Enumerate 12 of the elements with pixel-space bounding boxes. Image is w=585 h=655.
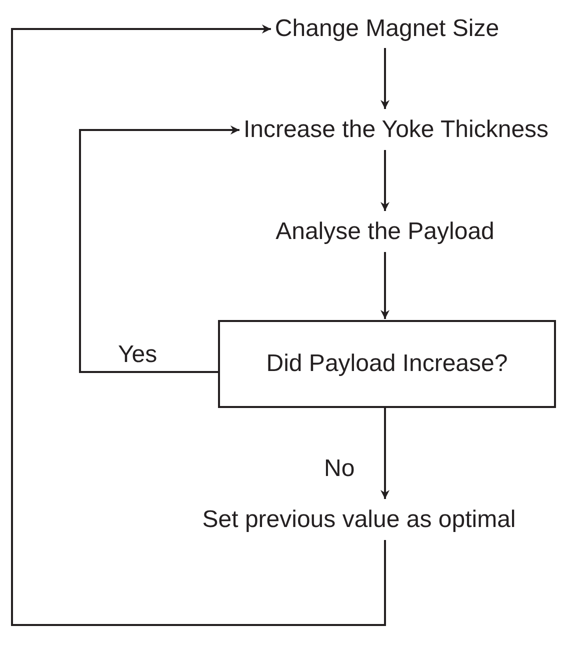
arrow — [380, 48, 390, 109]
question-text: Did Payload Increase? — [266, 350, 508, 378]
step-text: Increase the Yoke Thickness — [239, 110, 553, 150]
arrow — [380, 150, 390, 211]
decision-box — [218, 320, 556, 408]
arrow — [380, 408, 390, 499]
arrow — [79, 126, 240, 373]
step-text: Analyse the Payload — [272, 212, 498, 252]
step-text: Change Magnet Size — [270, 10, 504, 48]
arrow — [11, 24, 386, 626]
step-text: Set previous value as optimal — [198, 500, 520, 540]
arrow — [380, 252, 390, 319]
